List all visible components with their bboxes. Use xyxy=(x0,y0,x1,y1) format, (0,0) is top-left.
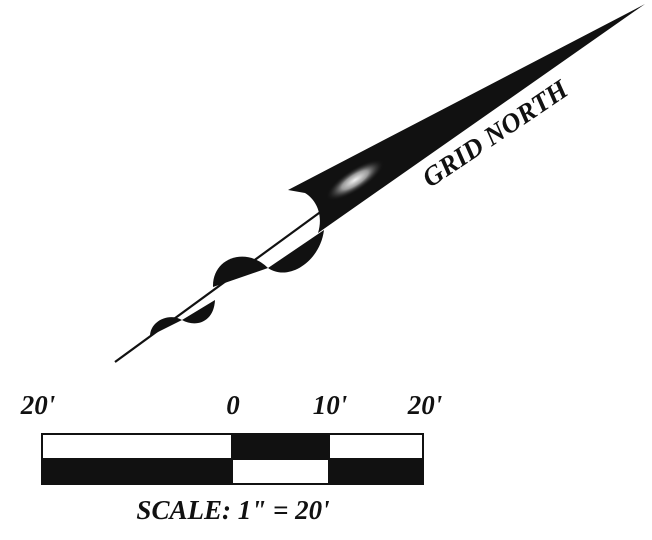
scale-segment-top-mid xyxy=(231,433,330,460)
scale-tick-label-10: 10' xyxy=(313,390,348,420)
scale-tick-label-0: 0 xyxy=(226,390,240,420)
scale-segment-bottom-mid xyxy=(231,458,330,485)
scale-tick-label-20-left: 20' xyxy=(20,390,56,420)
scale-tick-label-20-right: 20' xyxy=(407,390,443,420)
scale-segment-bottom-left xyxy=(41,458,233,485)
scale-segment-top-left xyxy=(41,433,233,460)
arrow-lobe-large-lower xyxy=(268,230,324,273)
arrow-lobe-small-lower xyxy=(182,300,215,324)
scale-caption: SCALE: 1" = 20' xyxy=(136,495,329,525)
scale-segment-top-right xyxy=(328,433,424,460)
arrow-blade-highlight xyxy=(325,159,385,201)
north-arrow: GRID NORTH xyxy=(114,4,645,363)
arrow-lobe-large xyxy=(212,256,268,287)
arrow-lobe-small xyxy=(150,317,182,336)
scale-bar: 20' 0 10' 20' SCALE: 1" = 20' xyxy=(20,390,443,525)
scale-segment-bottom-right xyxy=(328,458,424,485)
